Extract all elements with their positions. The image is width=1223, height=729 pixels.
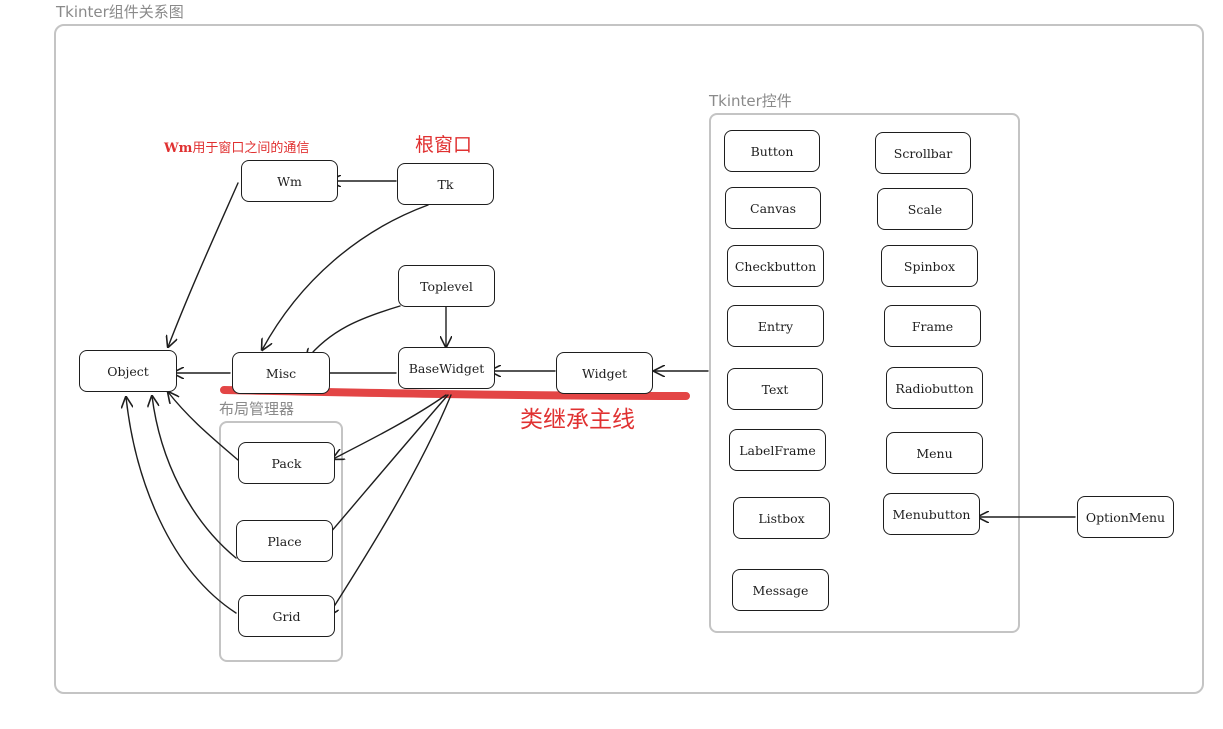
control-canvas: Canvas	[725, 187, 821, 229]
node-optionmenu: OptionMenu	[1077, 496, 1174, 538]
control-text: Text	[727, 368, 823, 410]
control-checkbutton: Checkbutton	[727, 245, 824, 287]
control-radiobutton: Radiobutton	[886, 367, 983, 409]
control-scale: Scale	[877, 188, 973, 230]
widgets-group-title: Tkinter控件	[709, 92, 792, 110]
control-message: Message	[732, 569, 829, 611]
node-pack: Pack	[238, 442, 335, 484]
class-mainline-note: 类继承主线	[520, 407, 635, 433]
root-window-note: 根窗口	[415, 134, 473, 156]
control-scrollbar: Scrollbar	[875, 132, 971, 174]
wm-note: Wm用于窗口之间的通信	[164, 137, 309, 156]
control-listbox: Listbox	[733, 497, 830, 539]
control-menu: Menu	[886, 432, 983, 474]
control-labelframe: LabelFrame	[729, 429, 826, 471]
control-button: Button	[724, 130, 820, 172]
node-object: Object	[79, 350, 177, 392]
diagram-title: Tkinter组件关系图	[56, 3, 184, 21]
node-wm: Wm	[241, 160, 338, 202]
control-spinbox: Spinbox	[881, 245, 978, 287]
layout-group-frame	[219, 421, 343, 662]
node-place: Place	[236, 520, 333, 562]
control-menubutton: Menubutton	[883, 493, 980, 535]
control-entry: Entry	[727, 305, 824, 347]
node-basewidget: BaseWidget	[398, 347, 495, 389]
diagram-frame	[54, 24, 1204, 694]
widgets-group-frame	[709, 113, 1020, 633]
control-frame: Frame	[884, 305, 981, 347]
layout-group-title: 布局管理器	[219, 400, 295, 418]
node-misc: Misc	[232, 352, 330, 394]
wm-note-rest: 用于窗口之间的通信	[192, 141, 310, 156]
node-grid: Grid	[238, 595, 335, 637]
wm-note-bold: Wm	[164, 141, 193, 156]
node-widget: Widget	[556, 352, 653, 394]
node-tk: Tk	[397, 163, 494, 205]
node-toplevel: Toplevel	[398, 265, 495, 307]
